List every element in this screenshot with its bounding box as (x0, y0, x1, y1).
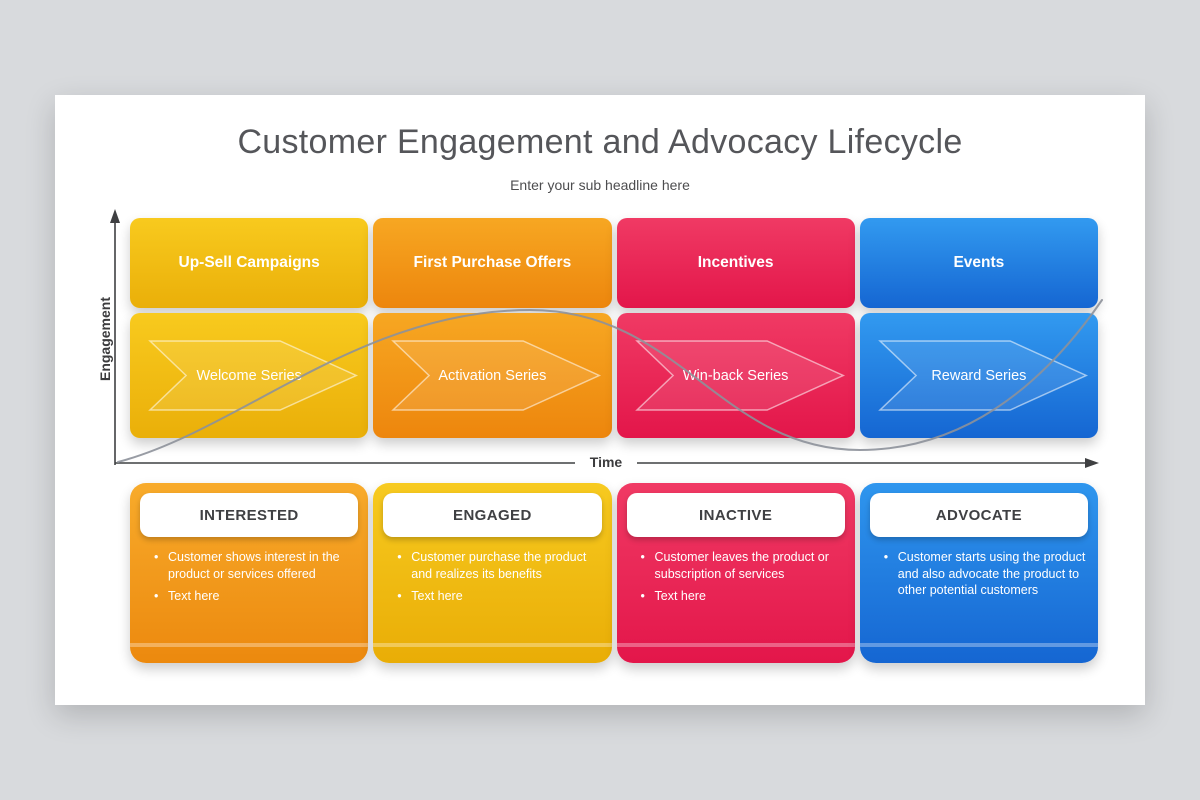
bullet-item: • Customer shows interest in the product … (154, 549, 356, 582)
bullet-dot: • (397, 550, 402, 564)
bullet-text: Text here (654, 589, 706, 603)
card-shine (859, 643, 1098, 647)
stage-card-advocate: ADVOCATE • Customer starts using the prod… (859, 483, 1098, 663)
bullet-item: • Text here (397, 588, 599, 605)
stage-bullets: • Customer purchase the product and reali… (373, 549, 611, 611)
stage-card-inactive: INACTIVE • Customer leaves the product or… (616, 483, 855, 663)
stage-bullets: • Customer leaves the product or subscrip… (617, 549, 855, 611)
bullet-item: • Customer leaves the product or subscrip… (641, 549, 843, 582)
bullet-dot: • (154, 589, 159, 603)
campaign-box-incentives: Incentives (616, 218, 855, 308)
bullet-text: Text here (411, 589, 463, 603)
card-shine (616, 643, 855, 647)
bullet-dot: • (640, 589, 645, 603)
series-label: Win-back Series (682, 367, 789, 384)
bullet-dot: • (154, 550, 159, 564)
stage-card-interested: INTERESTED • Customer shows interest in t… (130, 483, 369, 663)
series-box-reward: Reward Series (859, 313, 1098, 438)
x-axis-label: Time (589, 454, 623, 470)
campaign-box-first-purchase: First Purchase Offers (373, 218, 612, 308)
stage-card-header: INTERESTED (140, 493, 359, 537)
slide: Customer Engagement and Advocacy Lifecyc… (55, 95, 1145, 705)
bullet-dot: • (397, 589, 402, 603)
bullet-dot: • (640, 550, 645, 564)
series-box-activation: Activation Series (373, 313, 612, 438)
stage-title: INACTIVE (699, 506, 773, 524)
x-axis-arrowhead-icon (1085, 458, 1099, 468)
stage-title: ENGAGED (453, 506, 532, 524)
campaign-box-upsell: Up-Sell Campaigns (130, 218, 369, 308)
y-axis-arrowhead-icon (110, 209, 120, 223)
series-row: Welcome Series Activation Series Win-bac… (130, 313, 1098, 438)
stage-bullets: • Customer shows interest in the product … (130, 549, 368, 611)
bullet-text: Customer shows interest in the product o… (168, 550, 340, 581)
campaign-label: Up-Sell Campaigns (178, 254, 320, 271)
stage-bullets: • Customer starts using the product and a… (860, 549, 1098, 605)
campaign-label: Events (953, 254, 1005, 271)
page-title: Customer Engagement and Advocacy Lifecyc… (237, 123, 963, 161)
bullet-text: Customer leaves the product or subscript… (654, 550, 829, 581)
page-subtitle: Enter your sub headline here (510, 177, 690, 193)
card-shine (130, 643, 369, 647)
campaign-box-events: Events (859, 218, 1098, 308)
series-box-winback: Win-back Series (616, 313, 855, 438)
stage-card-engaged: ENGAGED • Customer purchase the product a… (373, 483, 612, 663)
bullet-item: • Text here (641, 588, 843, 605)
series-label: Welcome Series (196, 367, 302, 384)
series-label: Reward Series (931, 367, 1027, 384)
stage-card-header: ADVOCATE (869, 493, 1088, 537)
stage-title: INTERESTED (199, 506, 299, 524)
bullet-text: Customer purchase the product and realiz… (411, 550, 587, 581)
campaign-row: Up-Sell Campaigns First Purchase Offers … (130, 218, 1098, 308)
bullet-item: • Customer purchase the product and reali… (397, 549, 599, 582)
series-label: Activation Series (438, 367, 547, 384)
bullet-item: • Customer starts using the product and a… (884, 549, 1086, 599)
y-axis-label: Engagement (97, 297, 113, 382)
stage-cards-row: INTERESTED • Customer shows interest in t… (130, 483, 1098, 663)
stage-title: ADVOCATE (935, 506, 1022, 524)
stage-card-header: INACTIVE (626, 493, 845, 537)
series-box-welcome: Welcome Series (130, 313, 369, 438)
bullet-text: Text here (168, 589, 220, 603)
bullet-dot: • (883, 550, 889, 564)
stage-card-header: ENGAGED (383, 493, 602, 537)
bullet-text: Customer starts using the product and al… (897, 550, 1086, 597)
card-shine (373, 643, 612, 647)
campaign-label: First Purchase Offers (413, 254, 572, 271)
campaign-label: Incentives (697, 254, 774, 271)
bullet-item: • Text here (154, 588, 356, 605)
